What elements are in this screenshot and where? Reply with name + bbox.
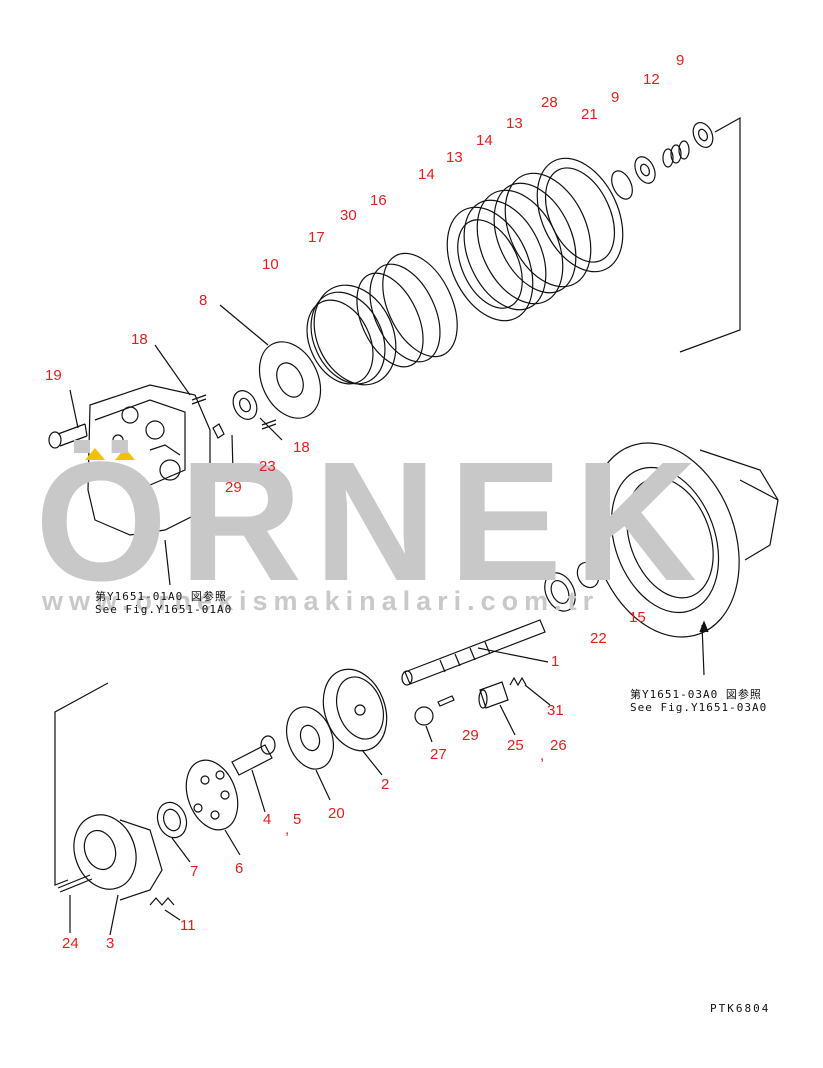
callout-30: 30 [340, 207, 357, 224]
callout-26: 26 [550, 737, 567, 754]
callout-17: 17 [308, 229, 325, 246]
callout-20: 20 [328, 805, 345, 822]
callout-18: 18 [293, 439, 310, 456]
callout-24: 24 [62, 935, 79, 952]
callout-8: 8 [199, 292, 208, 309]
watermark-logo: ÖRNEK [35, 440, 709, 600]
assembly-bracket-right [679, 116, 741, 353]
callout-11: 11 [180, 917, 196, 934]
part-12-spring [662, 140, 690, 168]
callout-14: 14 [418, 166, 435, 183]
part-30-ring [369, 263, 441, 363]
part-16-ring [382, 252, 458, 358]
callout-2: 2 [381, 776, 390, 793]
callout-23: 23 [259, 458, 276, 475]
callout-5-comma: , [285, 821, 290, 838]
part-20-plate [286, 706, 334, 770]
callout-6: 6 [235, 860, 244, 877]
motor-case [590, 442, 779, 638]
part-13-14-discs [446, 172, 592, 322]
callout-29: 29 [462, 727, 479, 744]
svg-text:ÖRNEK: ÖRNEK [35, 440, 709, 600]
callout-15: 15 [629, 609, 646, 626]
callout-4: 4 [263, 811, 272, 828]
callout-10: 10 [262, 256, 279, 273]
part-22-bearing [544, 572, 576, 612]
part-3-cylinder-block [73, 814, 163, 901]
callout-14-top: 14 [476, 132, 493, 149]
callout-5: 5 [293, 811, 302, 828]
callout-1: 1 [551, 653, 560, 670]
ref-note-upper: 第Y1651-01A0 図参照 See Fig.Y1651-01A0 [95, 590, 232, 616]
callout-28: 28 [541, 94, 558, 111]
part-29-pin-lower [437, 695, 455, 707]
part-28-plate [536, 157, 624, 273]
callout-9-top: 9 [676, 52, 685, 69]
callout-9: 9 [611, 89, 620, 106]
callout-31: 31 [547, 702, 564, 719]
part-15-bearing [576, 561, 600, 589]
part-19-bolt [48, 423, 88, 449]
callout-18-top: 18 [131, 331, 148, 348]
callout-29-top: 29 [225, 479, 242, 496]
part-8-plate [258, 341, 322, 419]
callout-13: 13 [446, 149, 463, 166]
part-2-cam-plate [322, 668, 388, 752]
callout-13-top: 13 [506, 115, 523, 132]
callout-21: 21 [581, 106, 598, 123]
part-7-guide [156, 801, 188, 839]
part-24-pin [57, 874, 93, 893]
part-1-shaft [401, 619, 546, 686]
ref-note-upper-line1: 第Y1651-01A0 図参照 [95, 590, 227, 603]
part-21-snap-ring [611, 170, 633, 200]
callout-25: 25 [507, 737, 524, 754]
callout-26-comma: , [540, 747, 545, 764]
callout-7: 7 [190, 863, 199, 880]
ref-note-upper-line2: See Fig.Y1651-01A0 [95, 603, 233, 616]
part-25-sleeve [478, 681, 509, 709]
ref-note-right-line2: See Fig.Y1651-03A0 [630, 701, 768, 714]
ref-note-right-line1: 第Y1651-03A0 図参照 [630, 688, 762, 701]
drawing-code: PTK6804 [710, 1002, 771, 1015]
callout-16: 16 [370, 192, 387, 209]
valve-block-housing [87, 384, 211, 536]
assembly-bracket-left [54, 682, 109, 886]
callout-27: 27 [430, 746, 447, 763]
callout-3: 3 [106, 935, 115, 952]
part-6-retainer [185, 759, 239, 831]
part-9-washer [692, 122, 714, 148]
callout-12: 12 [643, 71, 660, 88]
callout-22: 22 [590, 630, 607, 647]
part-29-pin-upper [212, 423, 225, 439]
part-23-bearing [232, 390, 258, 420]
part-27-ball [414, 706, 434, 726]
ref-arrow-right [699, 620, 709, 633]
part-18-pin-upper [191, 394, 207, 405]
watermark-url: www.ornekismakinalari.com.tr [42, 586, 600, 616]
part-10-piston [306, 284, 397, 386]
ref-note-right: 第Y1651-03A0 図参照 See Fig.Y1651-03A0 [630, 688, 767, 714]
part-4-piston [231, 735, 276, 776]
part-11-spring [149, 897, 175, 906]
callout-19: 19 [45, 367, 62, 384]
part-17-ring [356, 272, 424, 368]
part-31-spring [509, 676, 527, 687]
part-9-washer-lower [634, 156, 656, 184]
